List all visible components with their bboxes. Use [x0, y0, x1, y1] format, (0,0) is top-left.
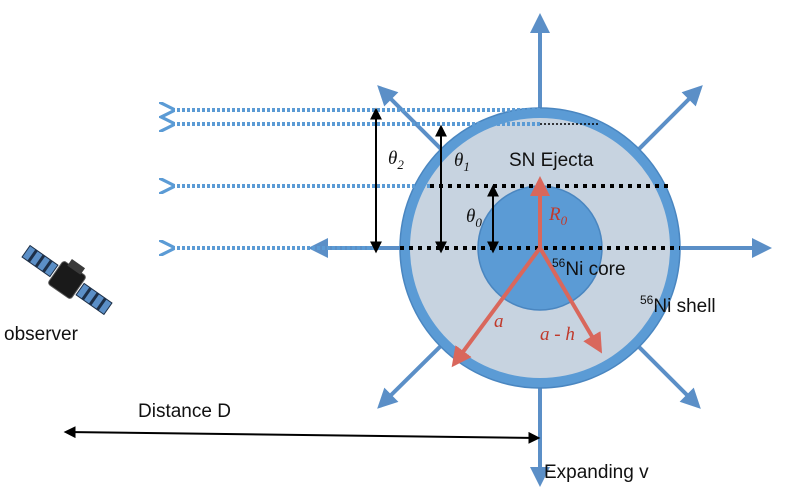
theta1-label: θ1 [454, 150, 470, 174]
emission-rays [172, 110, 540, 248]
observer-label: observer [4, 324, 79, 345]
satellite-icon [21, 244, 113, 316]
theta2-label: θ2 [388, 148, 404, 172]
a-minus-h-arrow [538, 246, 603, 354]
expanding-label: Expanding v [544, 462, 649, 483]
angle-arrows [370, 107, 499, 254]
distance-label: Distance D [138, 401, 231, 422]
ejecta-label: SN Ejecta [509, 150, 594, 171]
theta0-label: θ0 [466, 206, 482, 230]
a-minus-h-label: a - h [540, 324, 575, 345]
shell-label: 56Ni shell [640, 293, 716, 317]
a-arrow [451, 246, 542, 368]
r0-label: R0 [548, 204, 568, 228]
distance-arrow [63, 426, 541, 444]
a-label: a [494, 311, 504, 332]
radius-arrows [451, 176, 603, 368]
core-label: 56Ni core [552, 256, 626, 280]
